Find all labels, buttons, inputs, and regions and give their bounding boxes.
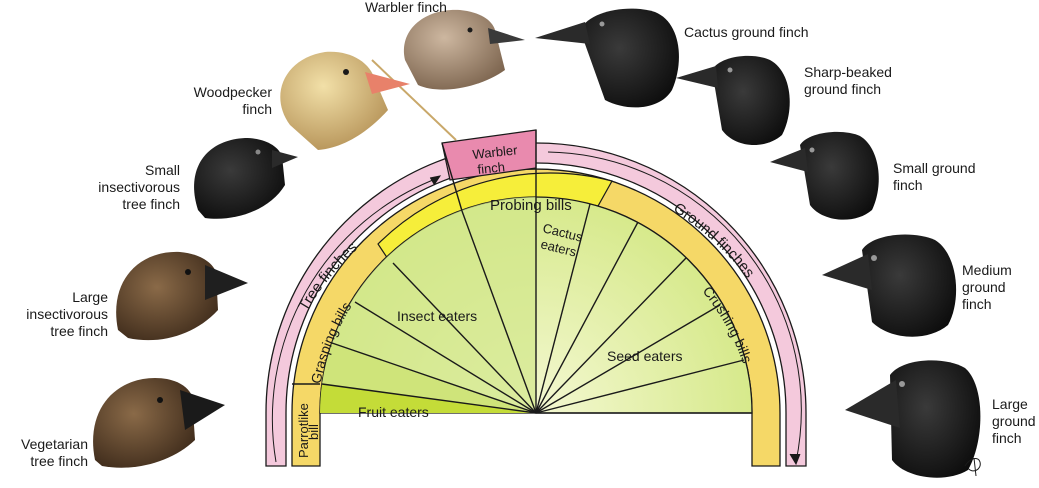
large-ground-finch-head (845, 360, 981, 478)
artist-signature (964, 457, 981, 477)
label-seed-eaters: Seed eaters (607, 348, 683, 364)
cactus-ground-finch-head (535, 8, 679, 108)
radiating-lines (292, 130, 752, 414)
warbler-finch-head (403, 9, 525, 90)
small-ground-finch-head (770, 131, 879, 220)
medium-ground-finch-head (822, 234, 957, 337)
label-fruit-eaters: Fruit eaters (358, 404, 429, 420)
label-parrotlike-2: bill (306, 424, 321, 440)
label-warbler-box-1: Warbler (472, 142, 519, 162)
woodpecker-twig (371, 59, 457, 141)
outer-band (265, 142, 807, 467)
warbler-finch-label: Warbler finch (365, 0, 447, 15)
cactus-ground-finch-label: Cactus ground finch (684, 24, 809, 40)
woodpecker-finch-head (280, 51, 410, 150)
fruit-sector (322, 343, 536, 413)
label-parrotlike-1: Parrotlike (296, 403, 311, 458)
large-insectivorous-tree-finch-head (116, 251, 248, 341)
small-insectivorous-tree-finch-head (194, 138, 298, 219)
label-warbler-box-2: finch (477, 159, 506, 177)
sharp-beaked-ground-finch-head (676, 55, 790, 146)
ground-finch-arrow (547, 151, 802, 466)
tree-finch-arrow (271, 175, 442, 463)
label-insect-eaters: Insect eaters (397, 308, 477, 324)
label-probing-bills: Probing bills (490, 197, 572, 214)
vegetarian-tree-finch-head (93, 378, 225, 468)
